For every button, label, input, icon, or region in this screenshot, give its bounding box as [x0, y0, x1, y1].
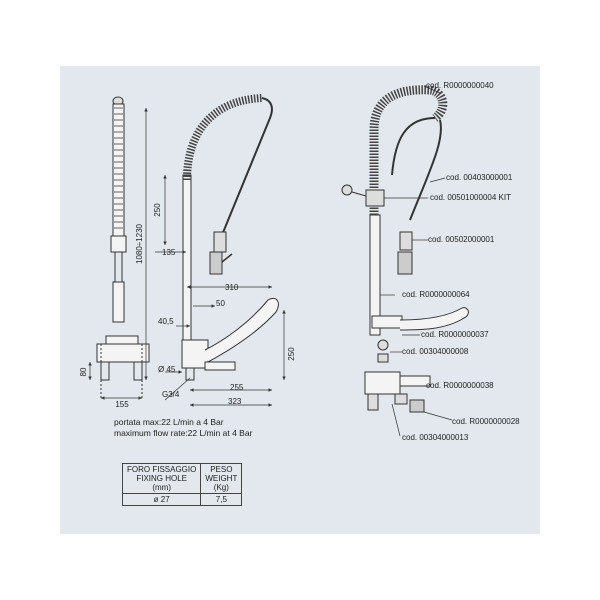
dim-50: 50 — [216, 299, 225, 308]
dim-323: 323 — [228, 397, 242, 406]
dim-diameter-45: Ø 45 — [158, 365, 176, 374]
cell-fixing-hole: ø 27 — [121, 493, 202, 506]
dim-155: 155 — [115, 400, 129, 409]
dim-1080-1230: 1080÷1230 — [135, 223, 144, 264]
code-spring: cod. R0000000040 — [426, 81, 494, 90]
code-valve: cod. 00304000008 — [402, 347, 469, 356]
drawing-sheet — [60, 66, 540, 534]
dim-135: 135 — [162, 248, 176, 257]
front-view — [88, 96, 150, 400]
code-lever: cod. R0000000037 — [421, 330, 489, 339]
dim-40-5: 40,5 — [158, 317, 174, 326]
note-flow-it: portata max:22 L/min a 4 Bar — [114, 417, 224, 427]
code-column: cod. R0000000064 — [402, 290, 470, 299]
note-flow-en: maximum flow rate:22 L/min at 4 Bar — [114, 428, 253, 438]
code-spray: cod. 00502000001 — [428, 235, 495, 244]
cell-weight: 7,5 — [200, 493, 243, 506]
code-fitting: cod. 00304000013 — [402, 433, 469, 442]
code-kit: cod. 00501000004 KIT — [430, 193, 511, 202]
dim-255: 255 — [230, 383, 244, 392]
code-hose: cod. 00403000001 — [446, 173, 513, 182]
exploded-view — [341, 85, 469, 437]
dim-250-lower: 250 — [287, 347, 296, 361]
dim-g3-4: G3/4 — [162, 390, 180, 399]
dim-250-upper: 250 — [153, 203, 162, 217]
code-body: cod. R0000000038 — [426, 381, 494, 390]
dim-310: 310 — [225, 283, 239, 292]
side-view — [144, 94, 286, 407]
dim-80: 80 — [79, 367, 88, 376]
code-connector: cod. R0000000028 — [452, 417, 520, 426]
